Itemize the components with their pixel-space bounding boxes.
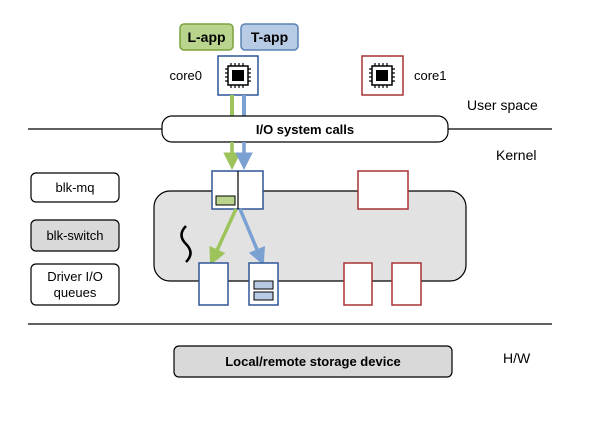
t-app-box: T-app: [240, 23, 299, 51]
kernel-label: Kernel: [496, 147, 536, 163]
cpu-chip-icon: [225, 63, 251, 88]
cpu-chip-icon: [369, 63, 395, 88]
legend-blk-switch: blk-switch: [30, 219, 120, 252]
io-system-calls-bar: I/O system calls: [161, 115, 449, 143]
queued-request: [253, 291, 274, 301]
blk-switch-region: [153, 190, 467, 282]
core0-label: core0: [169, 68, 202, 83]
core1-label: core1: [414, 68, 447, 83]
l-app-box: L-app: [179, 23, 234, 51]
driver-queue-3: [343, 262, 373, 306]
driver-queue-4: [391, 262, 422, 306]
legend-driver-line2: queues: [54, 285, 97, 300]
driver-queue-1: [198, 262, 229, 306]
blk-mq-queue-core0: [211, 170, 264, 210]
green-path-to-driver: [209, 208, 238, 266]
core0: core0: [169, 55, 259, 96]
switch-squiggle-icon: [180, 225, 192, 263]
legend-blk-mq: blk-mq: [30, 172, 120, 203]
l-app-label: L-app: [187, 29, 225, 45]
blk-mq-queue-core1: [357, 170, 409, 210]
blue-path-to-driver: [238, 208, 266, 266]
driver-queue-2: [248, 262, 279, 306]
queued-request: [215, 195, 236, 206]
user-space-label: User space: [467, 97, 538, 113]
storage-device-label: Local/remote storage device: [225, 354, 401, 369]
legend-driver-line1: Driver I/O: [47, 269, 103, 284]
legend-blk-mq-label: blk-mq: [55, 180, 94, 195]
queued-request: [253, 280, 274, 290]
legend-blk-switch-label: blk-switch: [46, 228, 103, 243]
core1: core1: [361, 55, 447, 96]
t-app-label: T-app: [251, 29, 288, 45]
io-system-calls-label: I/O system calls: [256, 122, 354, 137]
hw-label: H/W: [503, 350, 531, 366]
storage-device-bar: Local/remote storage device: [173, 345, 453, 378]
legend-driver-io-queues: Driver I/O queues: [30, 263, 120, 306]
